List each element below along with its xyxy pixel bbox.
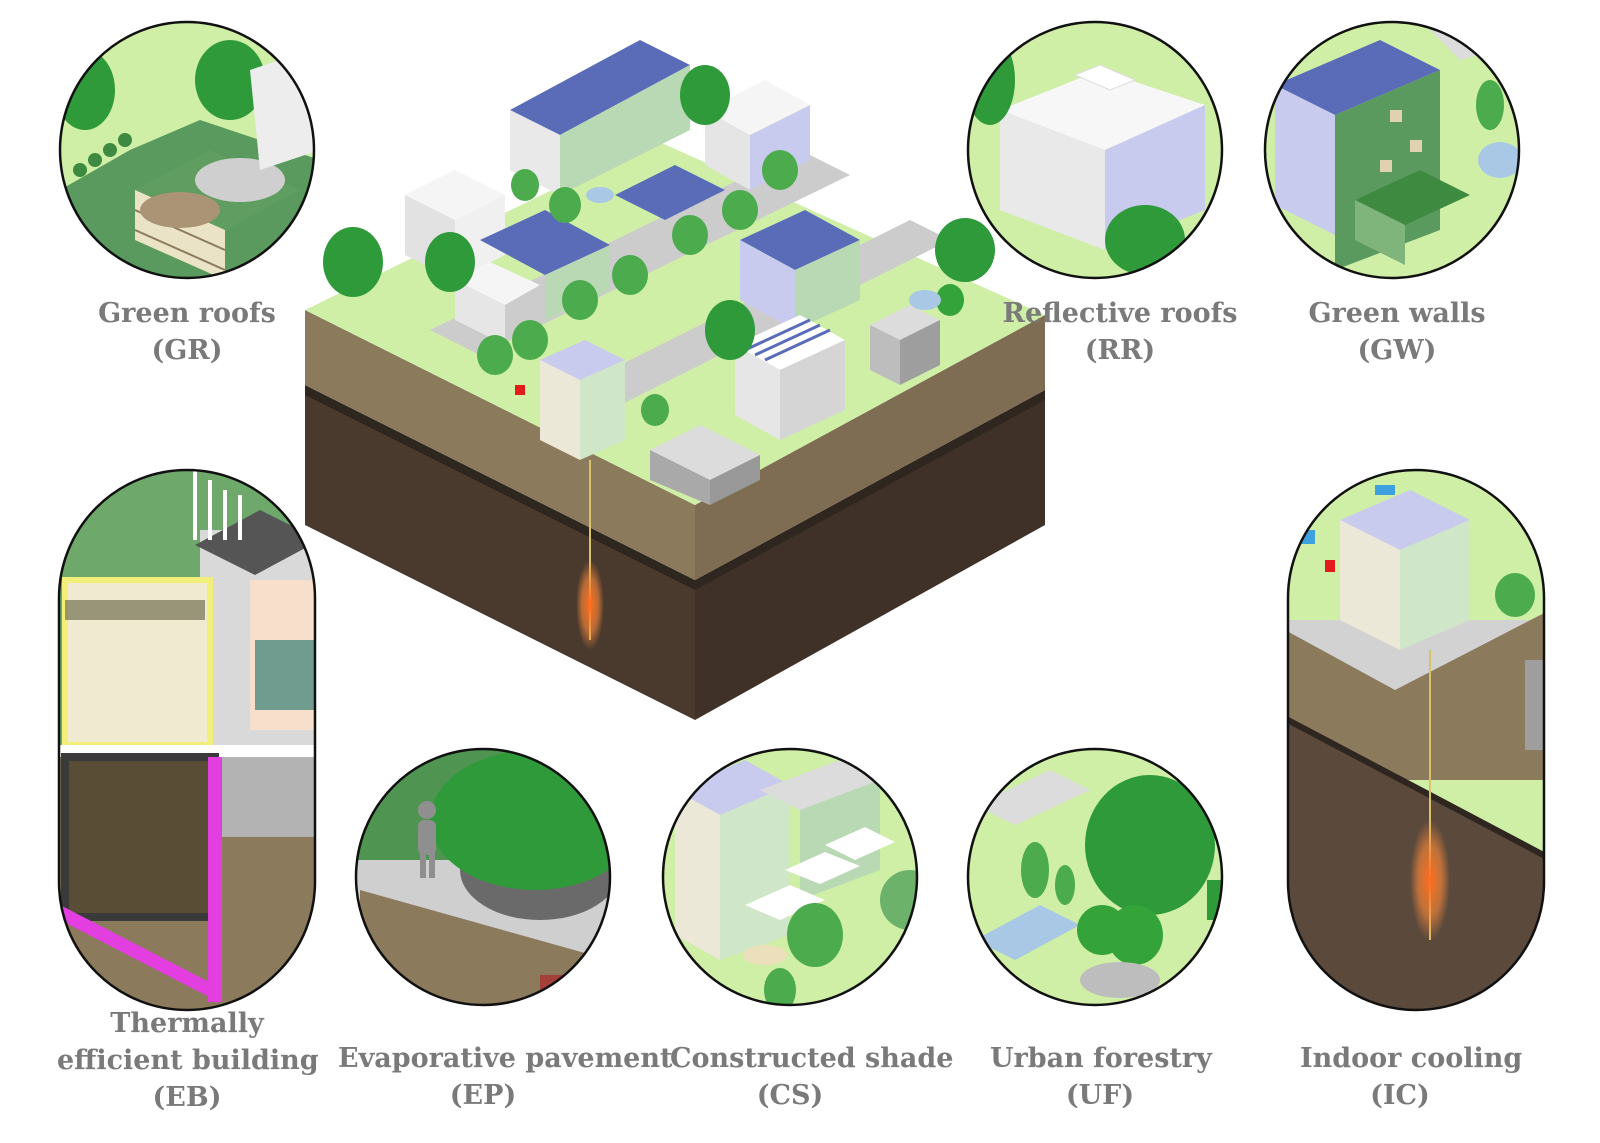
tree-icon xyxy=(323,227,383,297)
tree-icon xyxy=(562,280,598,320)
detail-thermally-efficient-building xyxy=(57,468,317,1012)
detail-urban-forestry xyxy=(966,747,1224,1007)
building-icon xyxy=(870,305,940,385)
caption-name: Reflective roofs xyxy=(1002,298,1238,329)
caption-code: (UF) xyxy=(1065,1080,1135,1111)
tree-icon xyxy=(1085,775,1215,915)
central-city-block xyxy=(305,40,1045,720)
detail-green-roofs xyxy=(58,20,316,280)
building-icon xyxy=(735,315,845,440)
tree-icon xyxy=(430,750,610,890)
tree-icon xyxy=(935,218,995,282)
building-icon xyxy=(615,165,725,220)
caption-name-line1: Thermally xyxy=(110,1008,264,1039)
caption-name-line2: efficient building xyxy=(57,1045,319,1076)
detail-green-walls xyxy=(1263,20,1521,280)
soil-mid-right xyxy=(695,390,1045,590)
caption-name: Indoor cooling xyxy=(1300,1043,1523,1074)
building-icon xyxy=(540,340,625,460)
caption-code: (EP) xyxy=(449,1080,517,1111)
caption-green-roofs: Green roofs (GR) xyxy=(57,295,317,369)
caption-name: Constructed shade xyxy=(670,1043,954,1074)
tree-icon xyxy=(1495,573,1535,617)
pond xyxy=(909,290,941,310)
tree-icon xyxy=(764,968,796,1005)
building-icon xyxy=(650,425,760,505)
tree-icon xyxy=(195,40,265,120)
tree-icon xyxy=(641,394,669,426)
tree-icon xyxy=(1105,205,1185,275)
caption-code: (IC) xyxy=(1370,1080,1430,1111)
tree-icon xyxy=(762,150,798,190)
caption-code: (GW) xyxy=(1357,335,1437,366)
pond xyxy=(586,187,614,203)
detail-reflective-roofs xyxy=(966,20,1224,280)
heat-source-icon xyxy=(1410,820,1450,940)
soil-mid-left xyxy=(305,385,695,590)
tree-icon xyxy=(549,187,581,223)
tree-icon xyxy=(936,284,964,316)
tree-icon xyxy=(612,255,648,295)
caption-name: Urban forestry xyxy=(990,1043,1212,1074)
building-icon xyxy=(740,210,860,330)
caption-constructed-shade: Constructed shade (CS) xyxy=(670,1040,954,1114)
caption-reflective-roofs: Reflective roofs (RR) xyxy=(1000,295,1240,369)
caption-indoor-cooling: Indoor cooling (IC) xyxy=(1300,1040,1523,1114)
caption-name: Green roofs xyxy=(98,298,276,329)
caption-thermally-efficient-building: Thermally efficient building (EB) xyxy=(57,1005,319,1116)
caption-code: (RR) xyxy=(1084,335,1156,366)
tree-icon xyxy=(1476,80,1504,130)
caption-code: (GR) xyxy=(151,335,223,366)
tree-icon xyxy=(722,190,758,230)
tree-icon xyxy=(1021,842,1049,898)
detail-constructed-shade xyxy=(661,747,919,1007)
tree-icon xyxy=(787,903,843,967)
caption-name: Evaporative pavement xyxy=(338,1043,673,1074)
building-icon xyxy=(510,40,690,195)
tree-icon xyxy=(425,232,475,292)
topsoil-left-face xyxy=(305,310,695,580)
car-icon xyxy=(515,385,525,395)
person-icon xyxy=(418,801,436,878)
tree-icon xyxy=(680,65,730,125)
caption-code: (CS) xyxy=(756,1080,824,1111)
building-icon xyxy=(705,80,810,190)
heat-source-icon xyxy=(576,560,604,650)
tree-icon xyxy=(477,335,513,375)
caption-urban-forestry: Urban forestry (UF) xyxy=(990,1040,1212,1114)
detail-indoor-cooling xyxy=(1286,468,1546,1012)
topsoil-right-face xyxy=(695,315,1045,580)
tree-icon xyxy=(1055,865,1075,905)
tree-icon xyxy=(511,169,539,201)
tree-icon xyxy=(512,320,548,360)
tree-icon xyxy=(672,215,708,255)
deep-soil-right-face xyxy=(695,395,1045,720)
detail-evaporative-pavement xyxy=(354,747,612,1007)
caption-green-walls: Green walls (GW) xyxy=(1297,295,1497,369)
building-icon xyxy=(455,262,540,345)
solar-panel-icon xyxy=(1275,40,1440,115)
caption-evaporative-pavement: Evaporative pavement (EP) xyxy=(338,1040,673,1114)
caption-code: (EB) xyxy=(152,1082,222,1113)
tree-icon xyxy=(705,300,755,360)
tree-icon xyxy=(1077,905,1127,955)
caption-name: Green walls xyxy=(1308,298,1486,329)
